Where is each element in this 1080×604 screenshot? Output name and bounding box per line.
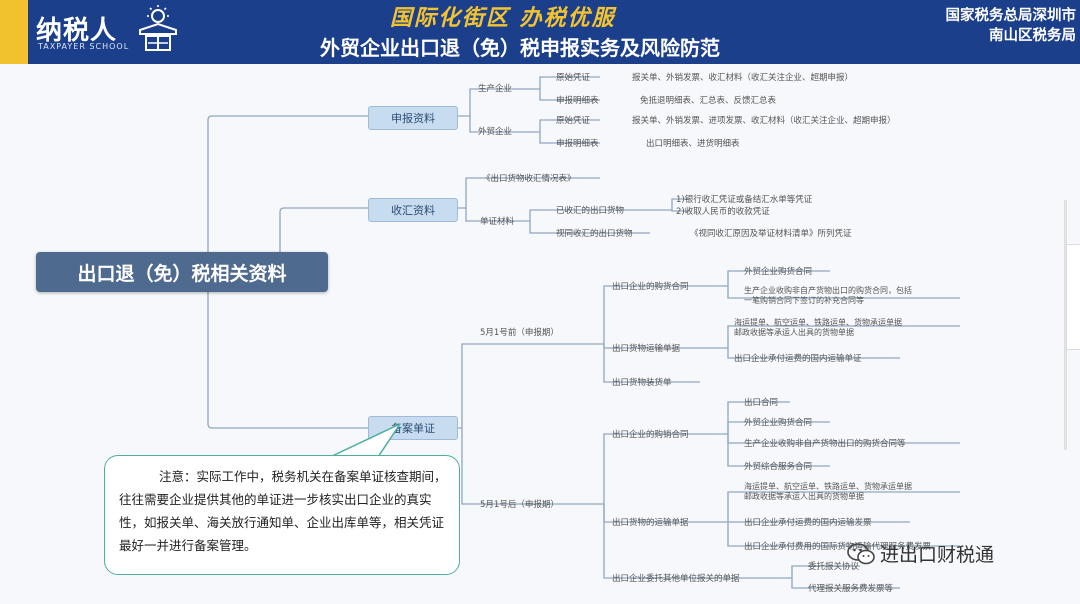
text-deemed-received-detail: 《视同收汇原因及举证材料清单》所列凭证 (690, 229, 852, 239)
text-after-transport-a-line1: 海运提单、航空运单、铁路运单、货物承运单据 (744, 482, 912, 491)
text-trader-original-detail: 报关单、外销发票、进项发票、收汇材料（收汇关注企业、超期申报） (632, 116, 896, 126)
side-panel-tab[interactable] (1066, 244, 1080, 350)
note-callout-text: 注意：实际工作中，税务机关在备案单证核查期间，往往需要企业提供其他的单证进一步核… (119, 469, 447, 553)
header-slogan: 国际化街区 办税优服 (390, 5, 616, 31)
organization-name: 国家税务总局深圳市 南山区税务局 (946, 6, 1077, 46)
node-producer-detail-table[interactable]: 申报明细表 (556, 96, 599, 106)
text-after-contract-a: 出口合同 (744, 398, 779, 408)
node-before-transport-docs[interactable]: 出口货物运输单据 (612, 344, 681, 354)
text-after-contract-b: 外贸企业购货合同 (744, 418, 813, 428)
node-received-goods[interactable]: 已收汇的出口货物 (556, 206, 625, 216)
text-after-agent-a: 委托报关协议 (808, 562, 860, 572)
text-before-transport-a: 海运提单、航空运单、铁路运单、货物承运单据 邮政收据等承运人出具的货物单据 (734, 318, 902, 338)
branch-declare-materials[interactable]: 申报资料 (368, 106, 458, 130)
node-receipt-table[interactable]: 《出口货物收汇情况表》 (482, 174, 576, 184)
text-before-contract-b-line1: 生产企业收购非自产货物出口的购货合同，包括 (744, 286, 912, 295)
text-after-contract-d: 外贸综合服务合同 (744, 462, 813, 472)
text-producer-table-detail: 免抵退明细表、汇总表、反馈汇总表 (640, 96, 777, 106)
text-before-contract-b-line2: 一笔购销合同下签订的补充合同等 (744, 296, 864, 305)
text-trader-table-detail: 出口明细表、进货明细表 (646, 139, 740, 149)
organization-line-1: 国家税务总局深圳市 (945, 8, 1077, 24)
branch-receipt-materials[interactable]: 收汇资料 (368, 198, 458, 222)
text-before-transport-a-line1: 海运提单、航空运单、铁路运单、货物承运单据 (734, 318, 902, 327)
organization-line-2: 南山区税务局 (989, 28, 1076, 44)
node-after-may-1[interactable]: 5月1号后（申报期） (480, 500, 559, 510)
text-after-agent-b: 代理报关服务费发票等 (808, 584, 894, 594)
node-receipt-documents[interactable]: 单证材料 (480, 217, 515, 227)
text-received-proof-2: 2)收取人民币的收款凭证 (676, 207, 770, 217)
text-before-transport-b: 出口企业承付运费的国内运输单证 (734, 354, 862, 364)
text-received-proof-1: 1)银行收汇凭证或备结汇水单等凭证 (676, 195, 813, 205)
node-producer-original[interactable]: 原始凭证 (556, 73, 591, 83)
node-before-purchase-contract[interactable]: 出口企业的购货合同 (612, 282, 689, 292)
header-accent-strip (0, 0, 28, 64)
node-trader-original[interactable]: 原始凭证 (556, 116, 591, 126)
node-producer[interactable]: 生产企业 (478, 84, 513, 94)
scrollbar-track[interactable] (1064, 200, 1067, 450)
text-before-contract-a: 外贸企业购货合同 (744, 267, 813, 277)
school-logo-icon (139, 5, 177, 51)
node-before-packing-list[interactable]: 出口货物装货单 (612, 378, 672, 388)
branch-filing-documents[interactable]: 备案单证 (368, 416, 458, 440)
watermark: 进出口财税通 (846, 540, 994, 567)
mindmap-root[interactable]: 出口退（免）税相关资料 (36, 252, 328, 292)
logo-subtitle: TAXPAYER SCHOOL (38, 42, 130, 51)
text-after-transport-b: 出口企业承付运费的国内运输发票 (744, 518, 872, 528)
text-before-contract-b: 生产企业收购非自产货物出口的购货合同，包括 一笔购销合同下签订的补充合同等 (744, 286, 912, 306)
page-title: 外贸企业出口退（免）税申报实务及风险防范 (320, 36, 720, 60)
node-trader[interactable]: 外贸企业 (478, 127, 513, 137)
node-after-agent-docs[interactable]: 出口企业委托其他单位报关的单据 (612, 574, 740, 584)
node-after-transport-docs[interactable]: 出口货物的运输单据 (612, 518, 689, 528)
header-bar: 纳税人 TAXPAYER SCHOOL 国际化街区 办税优服 外贸企业出口退（免… (0, 0, 1080, 64)
node-before-may-1[interactable]: 5月1号前（申报期） (480, 328, 559, 338)
text-after-transport-c: 出口企业承付费用的国际货物运输代理服务费发票 (744, 542, 932, 552)
node-deemed-received-goods[interactable]: 视同收汇的出口货物 (556, 229, 633, 239)
text-after-transport-a: 海运提单、航空运单、铁路运单、货物承运单据 邮政收据等承运人出具的货物单据 (744, 482, 912, 502)
text-before-transport-a-line2: 邮政收据等承运人出具的货物单据 (734, 328, 854, 337)
watermark-text: 进出口财税通 (880, 544, 995, 566)
wechat-icon (847, 542, 875, 564)
node-trader-detail-table[interactable]: 申报明细表 (556, 139, 599, 149)
note-callout: 注意：实际工作中，税务机关在备案单证核查期间，往往需要企业提供其他的单证进一步核… (104, 455, 460, 575)
node-after-sales-contract[interactable]: 出口企业的购销合同 (612, 430, 689, 440)
text-after-transport-a-line2: 邮政收据等承运人出具的货物单据 (744, 492, 864, 501)
logo-text: 纳税人 (36, 16, 118, 46)
text-producer-original-detail: 报关单、外销发票、收汇材料（收汇关注企业、超期申报） (632, 73, 854, 83)
text-after-contract-c: 生产企业收购非自产货物出口的购货合同等 (744, 439, 906, 449)
